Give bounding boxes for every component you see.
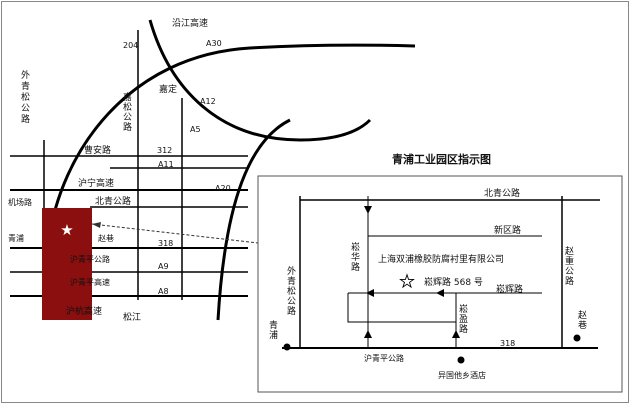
label-waiqingsong-inset: 外青松公路 — [285, 265, 296, 316]
label-songying: 崧盈路 — [457, 304, 468, 334]
label-a30: A30 — [206, 39, 222, 48]
label-songhui: 崧辉路 — [496, 283, 523, 295]
label-204: 204 — [123, 41, 138, 50]
label-zhaochong: 赵重公路 — [563, 245, 574, 286]
label-a11: A11 — [158, 160, 174, 169]
label-songjiang: 松江 — [123, 311, 141, 323]
arrow-up-icon — [452, 330, 460, 338]
pointer-line — [91, 223, 259, 244]
label-songhua: 崧华路 — [349, 242, 360, 272]
label-a12: A12 — [200, 97, 216, 106]
arrow-down-icon — [364, 206, 372, 214]
label-a8: A8 — [158, 287, 169, 296]
label-address: 崧辉路 568 号 — [424, 276, 483, 288]
label-a9: A9 — [158, 262, 169, 271]
route-path — [347, 293, 456, 323]
star-icon: ★ — [60, 221, 73, 239]
arrow-left-icon — [366, 289, 374, 297]
label-qingpu: 青浦 — [8, 233, 24, 243]
label-yanjiang: 沿江高速 — [172, 17, 208, 29]
road-a20-curve — [216, 118, 291, 321]
label-hotel: 异国他乡酒店 — [438, 370, 486, 380]
inset-title: 青浦工业园区指示图 — [392, 152, 491, 166]
zhaoxiang-marker — [573, 334, 581, 342]
arrow-up-icon — [364, 330, 372, 338]
hotel-marker — [457, 356, 465, 364]
label-beiqing-inset: 北青公路 — [484, 187, 520, 199]
label-waiqingsong: 外青松公路 — [19, 69, 30, 125]
label-huqingping-inset: 沪青平公路 — [364, 353, 404, 363]
road-a12-curve — [148, 19, 372, 142]
label-318-inset: 318 — [500, 339, 515, 348]
label-huqingping-highway: 沪青平高速 — [70, 277, 110, 287]
label-huqingping: 沪青平公路 — [70, 254, 110, 264]
label-a20: A20 — [215, 184, 231, 193]
star-icon: ★ — [399, 272, 414, 292]
label-qingpu-inset: 青浦 — [267, 319, 278, 340]
label-jiasong: 嘉松公路 — [121, 91, 132, 132]
road-a30-curve — [46, 43, 416, 246]
label-a5: A5 — [190, 125, 201, 134]
label-jichang: 机场路 — [8, 197, 32, 207]
label-huhang: 沪杭高速 — [66, 305, 102, 317]
overview-map: ★ 沿江高速 204 A30 外青松公路 嘉定 嘉松公路 A12 A5 曹安路 … — [8, 17, 416, 323]
arrow-left-icon — [436, 289, 444, 297]
label-caoan: 曹安路 — [84, 144, 111, 156]
label-312: 312 — [157, 146, 172, 155]
label-318: 318 — [158, 239, 173, 248]
label-huning: 沪宁高速 — [78, 177, 114, 189]
label-company: 上海双浦橡胶防腐衬里有限公司 — [378, 253, 504, 265]
label-jiading: 嘉定 — [159, 83, 177, 95]
inset-map: 青浦工业园区指示图 ★ 北青公路 新区路 崧华路 赵重公路 外青松公路 上海双浦… — [257, 152, 623, 393]
label-xinqu: 新区路 — [494, 224, 521, 236]
label-zhaoxiang-inset: 赵巷 — [576, 309, 587, 330]
industrial-park-area — [42, 208, 92, 320]
pointer-arrow-icon — [92, 222, 101, 228]
qingpu-marker — [283, 343, 291, 351]
label-beiqing: 北青公路 — [95, 195, 131, 207]
label-zhaoxiang: 赵巷 — [98, 233, 114, 243]
